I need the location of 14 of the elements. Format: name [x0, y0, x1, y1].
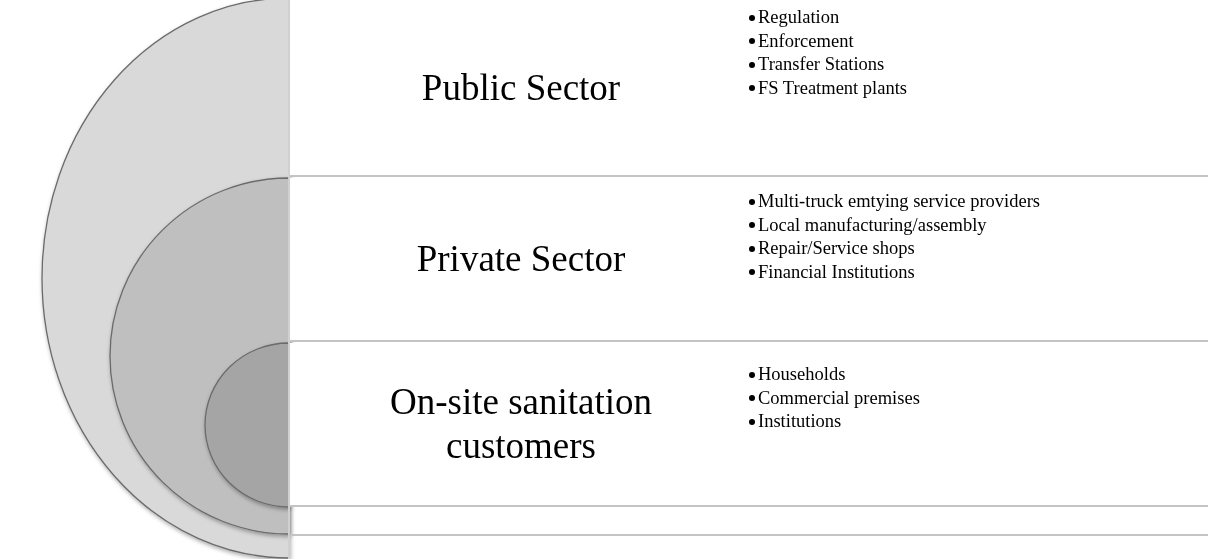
list-item: FS Treatment plants — [758, 76, 908, 100]
list-item: Financial Institutions — [758, 260, 915, 284]
list-item: Enforcement — [758, 29, 854, 53]
list-item: Transfer Stations — [758, 53, 885, 76]
list-item: Multi-truck emtying service providers — [758, 190, 1041, 213]
list-item: Commercial premises — [758, 386, 920, 410]
sector-title: On-site sanitation customers — [388, 380, 653, 468]
list-item: Repair/Service shops — [758, 237, 915, 260]
list-item: Institutions — [758, 410, 842, 433]
list-item: Regulation — [758, 6, 840, 29]
sector-title: Private Sector — [415, 237, 627, 281]
list-item: Households — [758, 363, 846, 386]
sector-title: Public Sector — [420, 65, 622, 110]
list-item: Local manufacturing/assembly — [758, 213, 987, 237]
